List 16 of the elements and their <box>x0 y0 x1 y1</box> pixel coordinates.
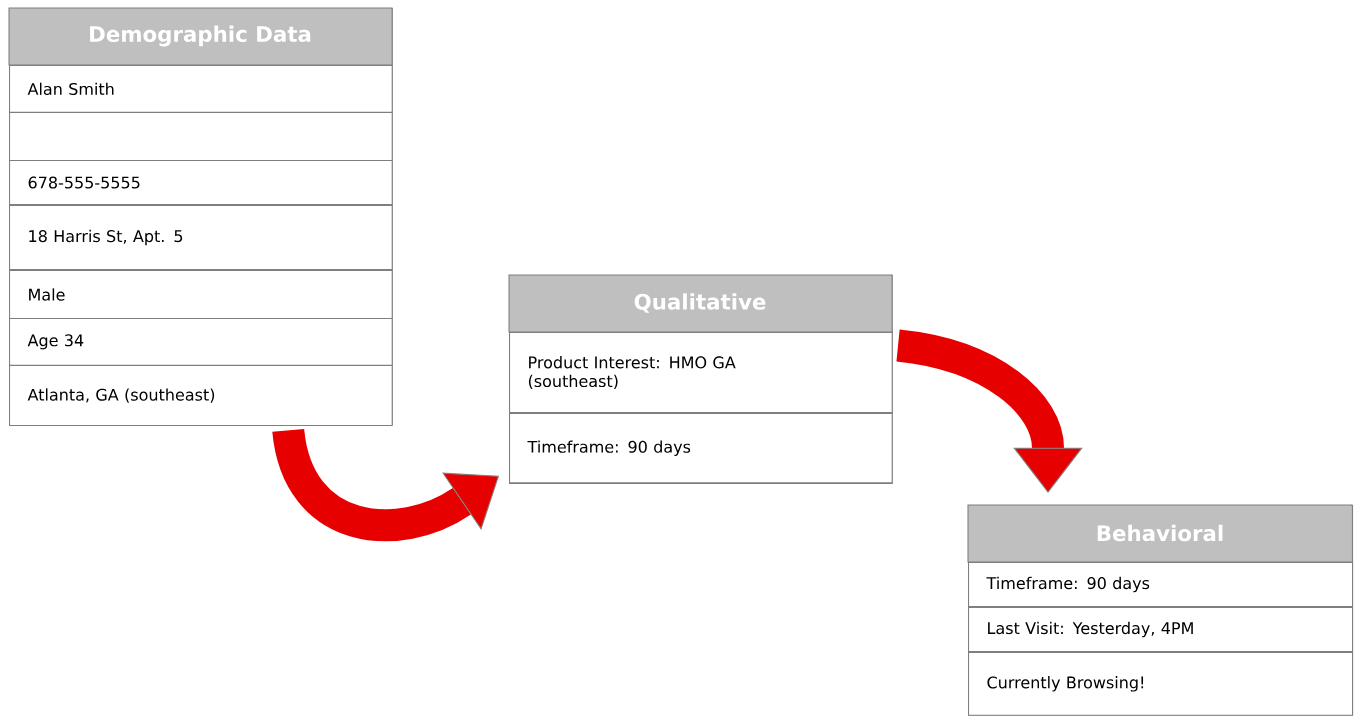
table-row: 18 Harris St, Apt. 5 <box>9 205 393 271</box>
table-row: Alan Smith <box>9 65 393 113</box>
table-row: Male <box>9 270 393 320</box>
table-row: 678-555-5555 <box>9 160 393 206</box>
node-label: Currently Browsing! <box>987 676 1144 692</box>
table-row: Atlanta, GA (southeast) <box>9 365 393 427</box>
node-label: Timeframe: 90 days <box>986 576 1150 593</box>
table-row: Timeframe: 90 days <box>509 413 893 484</box>
table-row: Currently Browsing! <box>968 652 1354 716</box>
empty-row <box>9 112 393 162</box>
node-label: Last Visit: Yesterday, 4PM <box>988 621 1193 638</box>
table-row: Age 34 <box>9 318 393 366</box>
table-row: Product Interest: HMO GA (southeast) <box>509 332 893 414</box>
table-row: Last Visit: Yesterday, 4PM <box>968 607 1354 653</box>
table-row: Timeframe: 90 days <box>968 562 1354 608</box>
curved-arrow <box>895 329 1083 493</box>
